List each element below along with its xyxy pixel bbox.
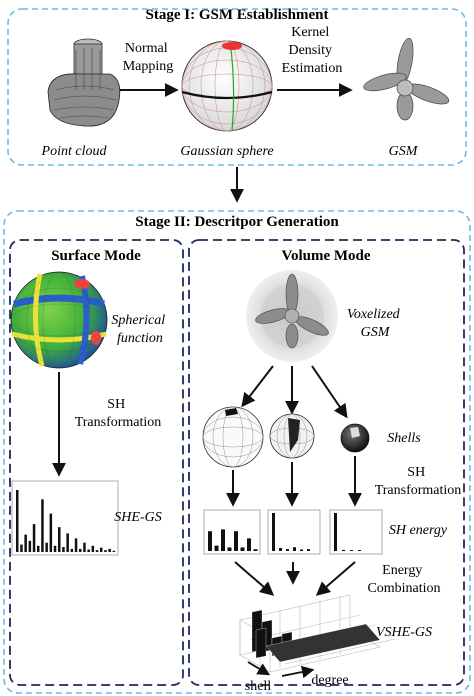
stage2-title: Stage II: Descritpor Generation (135, 214, 339, 230)
sh-energy-histogram-2 (272, 513, 310, 551)
she-gs-bar (74, 538, 78, 552)
arrow-to-shell-3 (311, 365, 348, 419)
arrow-to-shell-1 (241, 365, 274, 408)
she-gs-bar (66, 533, 69, 552)
sh-energy-1-bar (221, 529, 225, 551)
sh-energy-plot-3 (329, 509, 383, 555)
she-gs-bar (87, 549, 90, 552)
volume-sh-label: SH Transformation (375, 465, 462, 498)
sh-energy-2-bar (279, 547, 282, 551)
shells-label: Shells (387, 431, 421, 446)
she-gs-bar (41, 499, 44, 552)
she-gs-bar (16, 490, 19, 552)
she-gs-histogram (16, 490, 116, 552)
she-gs-bar (62, 547, 65, 552)
energy-combination-label: Energy Combination (367, 563, 440, 596)
shell-large (202, 406, 264, 468)
voxelized-gsm-label: Voxelized GSM (347, 307, 403, 340)
spherical-function-sphere (10, 271, 108, 369)
she-gs-bar (49, 513, 53, 552)
stage2-frame (3, 210, 471, 694)
shell-axis-arrow (247, 661, 271, 676)
vshe-gs-3d-plot (239, 594, 396, 673)
surface-mode-title: Surface Mode (51, 248, 141, 264)
shell-small (340, 423, 370, 453)
she-gs-bar (28, 540, 32, 552)
gaussian-sphere-label: Gaussian sphere (180, 144, 273, 159)
degree-axis-label: degree (311, 673, 348, 688)
sh-energy-1-bar (253, 549, 258, 551)
sh-energy-2-bar (307, 549, 310, 551)
she-gs-bar (83, 542, 86, 552)
sh-energy-1-bar (240, 547, 245, 551)
surface-sh-label: SH Transformation (75, 397, 162, 430)
she-gs-bar (58, 527, 61, 552)
stage1-frame (7, 8, 467, 166)
sh-energy-1-bar (247, 538, 251, 551)
sh-energy-2-bar (272, 513, 275, 551)
sh-energy-histogram-1 (208, 529, 258, 551)
volume-mode-frame (188, 239, 465, 686)
sh-energy-2-bar (293, 547, 296, 551)
arrow-combine-1 (234, 561, 275, 596)
gsm-label: GSM (389, 144, 419, 159)
she-gs-label: SHE-GS (114, 510, 161, 525)
sh-energy-2-bar (286, 549, 289, 551)
she-gs-bar (95, 550, 99, 552)
she-gs-bar (79, 548, 82, 552)
spherical-function-label: Spherical function (111, 313, 168, 346)
sh-energy-3-bar (358, 550, 361, 551)
normal-mapping-label: Normal Mapping (123, 41, 174, 74)
she-gs-bar (45, 542, 48, 552)
point-cloud-figure (47, 38, 121, 127)
she-gs-bar (112, 550, 116, 552)
sh-energy-1-bar (214, 545, 219, 551)
stage1-title: Stage I: GSM Establishment (146, 7, 329, 23)
gsm-figure (363, 37, 450, 121)
she-gs-bar (70, 548, 74, 552)
sh-energy-plot-2 (267, 509, 321, 555)
volume-mode-title: Volume Mode (281, 248, 370, 264)
she-gs-bar (32, 524, 36, 552)
she-gs-bar (108, 548, 111, 552)
sh-energy-histogram-3 (334, 513, 361, 551)
shell-medium (269, 413, 315, 459)
vshe-gs-label: VSHE-GS (376, 625, 432, 640)
sh-energy-1-bar (208, 531, 212, 551)
point-cloud-label: Point cloud (41, 144, 108, 159)
sh-energy-3-bar (334, 513, 337, 551)
sh-energy-3-bar (350, 550, 353, 551)
she-gs-bar (53, 545, 57, 552)
voxelized-gsm-figure (246, 270, 338, 362)
she-gs-bar (104, 550, 107, 552)
she-gs-bar (24, 534, 27, 552)
shell-axis-label: shell (245, 679, 272, 694)
gaussian-sphere-figure (181, 40, 273, 132)
surface-mode-frame (9, 239, 184, 686)
sh-energy-2-bar (300, 549, 303, 551)
sh-energy-1-bar (234, 531, 238, 551)
sh-energy-1-bar (227, 547, 232, 551)
she-gs-bar (20, 544, 23, 552)
arrow-combine-3 (315, 561, 356, 596)
sh-energy-label: SH energy (389, 523, 448, 538)
she-gs-bar (91, 545, 95, 552)
she-gs-plot-frame (11, 480, 119, 556)
she-gs-bar (100, 547, 103, 552)
degree-axis-arrow (281, 665, 315, 679)
sh-energy-plot-1 (203, 509, 261, 555)
she-gs-bar (37, 545, 40, 552)
sh-energy-3-bar (342, 549, 345, 551)
kde-label: Kernel Density Estimation (282, 25, 343, 76)
